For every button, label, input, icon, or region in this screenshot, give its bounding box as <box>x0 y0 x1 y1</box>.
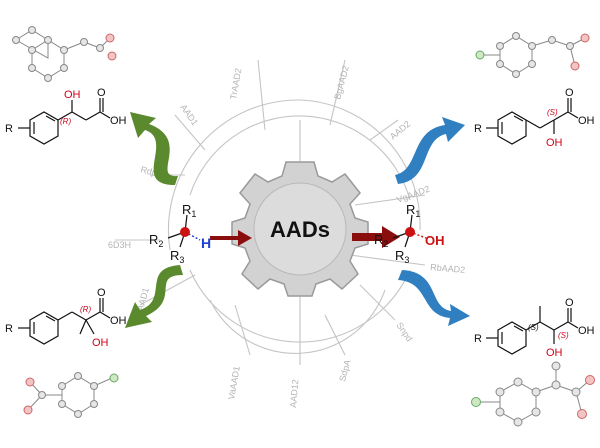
molecule-top-left: R OH (R) O OH <box>5 87 127 145</box>
branch-aad1 <box>174 114 206 151</box>
branch-vaaad1 <box>234 304 251 356</box>
phylogenetic-tree <box>115 59 426 365</box>
product-r3: R3 <box>395 248 409 265</box>
crystal-structure-bottom-left <box>23 372 119 418</box>
br-r: R <box>474 333 482 345</box>
product-r2: R2 <box>374 232 388 249</box>
branch-snpd <box>359 284 396 321</box>
tree-label-sdpa: SdpA <box>337 359 352 383</box>
tree-label-traad2: TrAAD2 <box>228 67 243 100</box>
tree-label-vaaad1: VaAAD1 <box>226 365 242 400</box>
tree-label-6d3h: 6D3H <box>108 240 131 250</box>
crystal-structure-top-left <box>12 26 117 82</box>
tree-label-aad1: AAD1 <box>178 102 200 127</box>
br-carbonyl-o: O <box>565 297 574 309</box>
branch-traad2 <box>257 59 266 131</box>
substrate-r1: R1 <box>182 202 196 219</box>
product-r1: R1 <box>406 202 420 219</box>
bl-carbonyl-o: O <box>97 287 106 299</box>
crystal-structure-bottom-right <box>471 361 595 427</box>
br-stereo-2: (S) <box>558 331 569 340</box>
bl-oh: OH <box>92 337 109 349</box>
curved-arrows <box>125 112 470 328</box>
substrate-hydrogen: H <box>201 235 211 251</box>
branch-aad2 <box>369 119 399 141</box>
tree-arc-right <box>299 99 421 231</box>
tr-r: R <box>474 123 482 135</box>
bl-acid-oh: OH <box>110 315 127 327</box>
tl-acid-oh: OH <box>110 115 127 127</box>
branch-rbaad2 <box>349 254 426 266</box>
blue-arrow-bottom <box>398 270 470 326</box>
branch-sdpa <box>324 314 346 356</box>
tree-label-bgaad2: BgAAD2 <box>332 65 351 101</box>
green-arrow-bottom <box>125 265 183 328</box>
product-structure: R1 R2 R3 OH <box>374 202 445 265</box>
gear-label: AADs <box>270 217 330 242</box>
branch-hsaad1 <box>139 274 196 306</box>
bl-r: R <box>5 323 13 335</box>
branch-bgaad2 <box>329 59 346 126</box>
substrate-structure: R1 R2 R3 H <box>149 202 211 265</box>
substrate-r3: R3 <box>170 248 184 265</box>
branch-vgaad2 <box>354 194 426 206</box>
tl-stereo: (R) <box>60 117 71 126</box>
tree-label-aad12: AAD12 <box>288 379 300 408</box>
blue-arrow-top <box>395 117 465 184</box>
tr-oh: OH <box>546 137 563 149</box>
br-oh: OH <box>546 347 563 359</box>
molecule-bottom-right: R (S) OH (S) O OH <box>474 297 595 359</box>
aad-gear: AADs <box>231 161 369 297</box>
substrate-carbon-atom <box>180 227 190 237</box>
substrate-r2: R2 <box>149 232 163 249</box>
tr-carbonyl-o: O <box>565 87 574 99</box>
right-arrow <box>352 226 400 248</box>
tl-r: R <box>5 123 13 135</box>
main-arrows <box>210 226 400 248</box>
tree-arc-inner <box>189 115 411 201</box>
tree-label-aad2: AAD2 <box>388 119 412 142</box>
br-stereo-1: (S) <box>528 323 539 332</box>
tl-carbonyl-o: O <box>97 87 106 99</box>
bl-stereo: (R) <box>80 305 91 314</box>
tree-label-rbaad2: RbAAD2 <box>430 262 466 275</box>
molecule-top-right: R OH (S) O OH <box>474 87 595 149</box>
green-arrow-top <box>130 112 178 185</box>
br-acid-oh: OH <box>578 325 595 337</box>
molecule-bottom-left: R OH (R) O OH <box>5 287 127 349</box>
tr-acid-oh: OH <box>578 115 595 127</box>
tree-label-snpd: Snpd <box>394 320 414 343</box>
crystal-structure-top-right <box>475 32 590 78</box>
tr-stereo: (S) <box>547 108 558 117</box>
left-arrow <box>210 230 252 246</box>
tree-arc-lower2 <box>209 289 386 354</box>
product-carbon-atom <box>405 227 415 237</box>
tl-oh: OH <box>64 89 81 101</box>
product-hydroxyl: OH <box>425 233 445 248</box>
